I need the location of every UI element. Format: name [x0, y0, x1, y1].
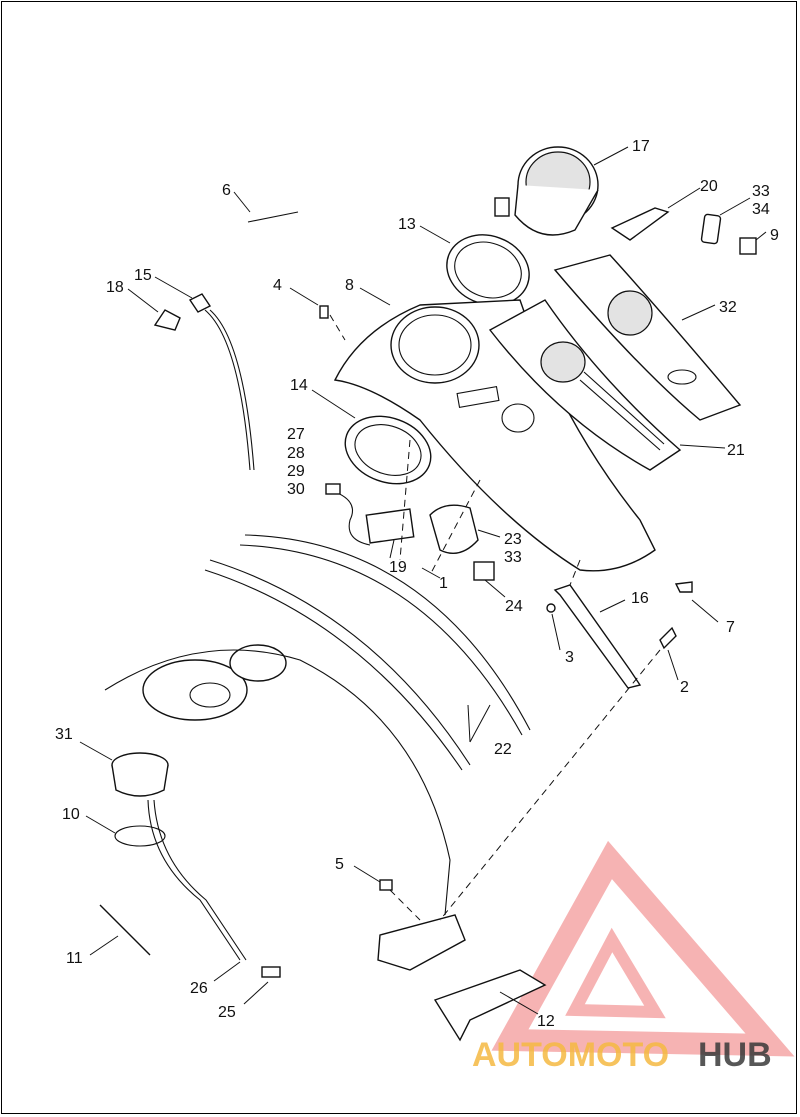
- callout-4: 4: [273, 277, 282, 294]
- callout-11: 11: [66, 950, 83, 967]
- switch-module-part: [325, 483, 415, 546]
- callout-18: 18: [106, 279, 124, 296]
- trim-strips-part: [204, 534, 531, 771]
- callout-labels: 1 2 3 4 5 6 7 8 9 10 11 12 13 14 15 16 1…: [55, 138, 779, 1030]
- watermark-triangle: [491, 840, 795, 1057]
- sensor-part: [153, 293, 255, 471]
- mounting-ring-part: [344, 415, 432, 485]
- callout-26: 26: [190, 980, 208, 997]
- switch-parts: [610, 207, 757, 255]
- callout-31: 31: [55, 726, 73, 743]
- callout-13: 13: [398, 216, 416, 233]
- callout-2: 2: [680, 679, 689, 696]
- callout-10: 10: [62, 806, 80, 823]
- fuel-gauge-part: [99, 752, 281, 978]
- callout-3: 3: [565, 649, 574, 666]
- callout-21: 21: [727, 442, 745, 459]
- watermark-logo: [491, 840, 795, 1057]
- console-cover-part: [488, 299, 682, 471]
- callout-12: 12: [537, 1013, 555, 1030]
- callout-25: 25: [218, 1004, 236, 1021]
- callout-8: 8: [345, 277, 354, 294]
- callout-22: 22: [494, 741, 512, 758]
- callout-34: 34: [752, 201, 770, 218]
- callout-33-upper: 33: [752, 183, 770, 200]
- callout-17: 17: [632, 138, 650, 155]
- watermark-text-part2: HUB: [698, 1036, 772, 1074]
- bracket-part: [553, 584, 642, 689]
- bezel-ring-part: [446, 234, 530, 306]
- callout-28: 28: [287, 445, 305, 462]
- callout-14: 14: [290, 377, 308, 394]
- callout-1: 1: [439, 575, 448, 592]
- callout-6: 6: [222, 182, 231, 199]
- callout-32: 32: [719, 299, 737, 316]
- fasteners: [247, 211, 693, 891]
- callout-15: 15: [134, 267, 152, 284]
- callout-24: 24: [505, 598, 523, 615]
- callout-30: 30: [287, 481, 305, 498]
- callout-27: 27: [287, 426, 305, 443]
- ignition-switch-part: [429, 504, 495, 581]
- callout-20: 20: [700, 178, 718, 195]
- watermark-text: AUTOMOTO HUB: [472, 1036, 772, 1074]
- assembly-lines: [329, 314, 661, 921]
- watermark-inner-triangle: [565, 927, 666, 1019]
- callout-29: 29: [287, 463, 305, 480]
- callout-7: 7: [726, 619, 735, 636]
- wiring-harness-part: [104, 644, 547, 1042]
- callout-33-lower: 33: [504, 549, 522, 566]
- watermark-text-part1: AUTOMOTO: [472, 1036, 669, 1074]
- leader-lines: [79, 146, 767, 1015]
- callout-5: 5: [335, 856, 344, 873]
- callout-23: 23: [504, 531, 522, 548]
- speedometer-part: [494, 146, 599, 236]
- callout-19: 19: [389, 559, 407, 576]
- callout-16: 16: [631, 590, 649, 607]
- console-insert-part: [553, 254, 742, 421]
- console-part: [333, 299, 656, 572]
- callout-9: 9: [770, 227, 779, 244]
